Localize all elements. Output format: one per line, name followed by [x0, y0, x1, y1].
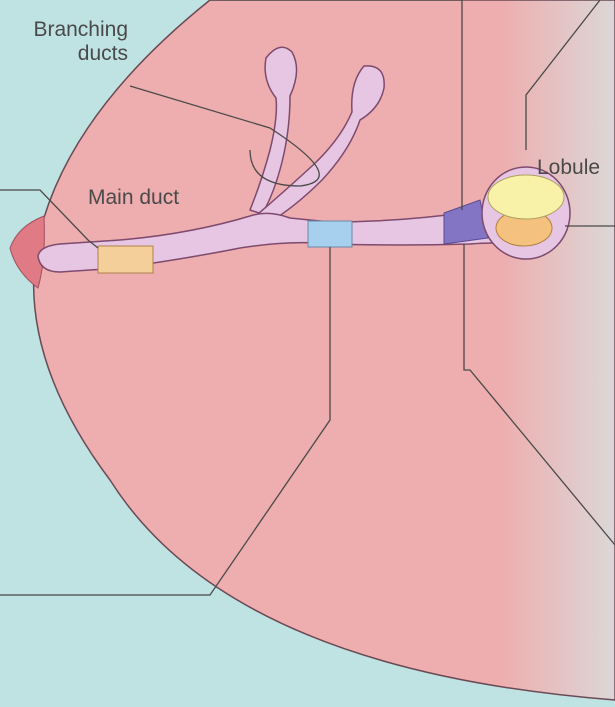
branching-label-line2: ducts: [10, 42, 128, 66]
main-duct-marker: [98, 246, 153, 273]
branch-marker: [308, 221, 352, 247]
lobule-label: Lobule: [537, 156, 600, 180]
main-duct-label: Main duct: [88, 186, 179, 210]
branching-ducts-label: Branching ducts: [10, 18, 128, 66]
lobule-top: [488, 175, 564, 219]
branching-label-line1: Branching: [10, 18, 128, 42]
